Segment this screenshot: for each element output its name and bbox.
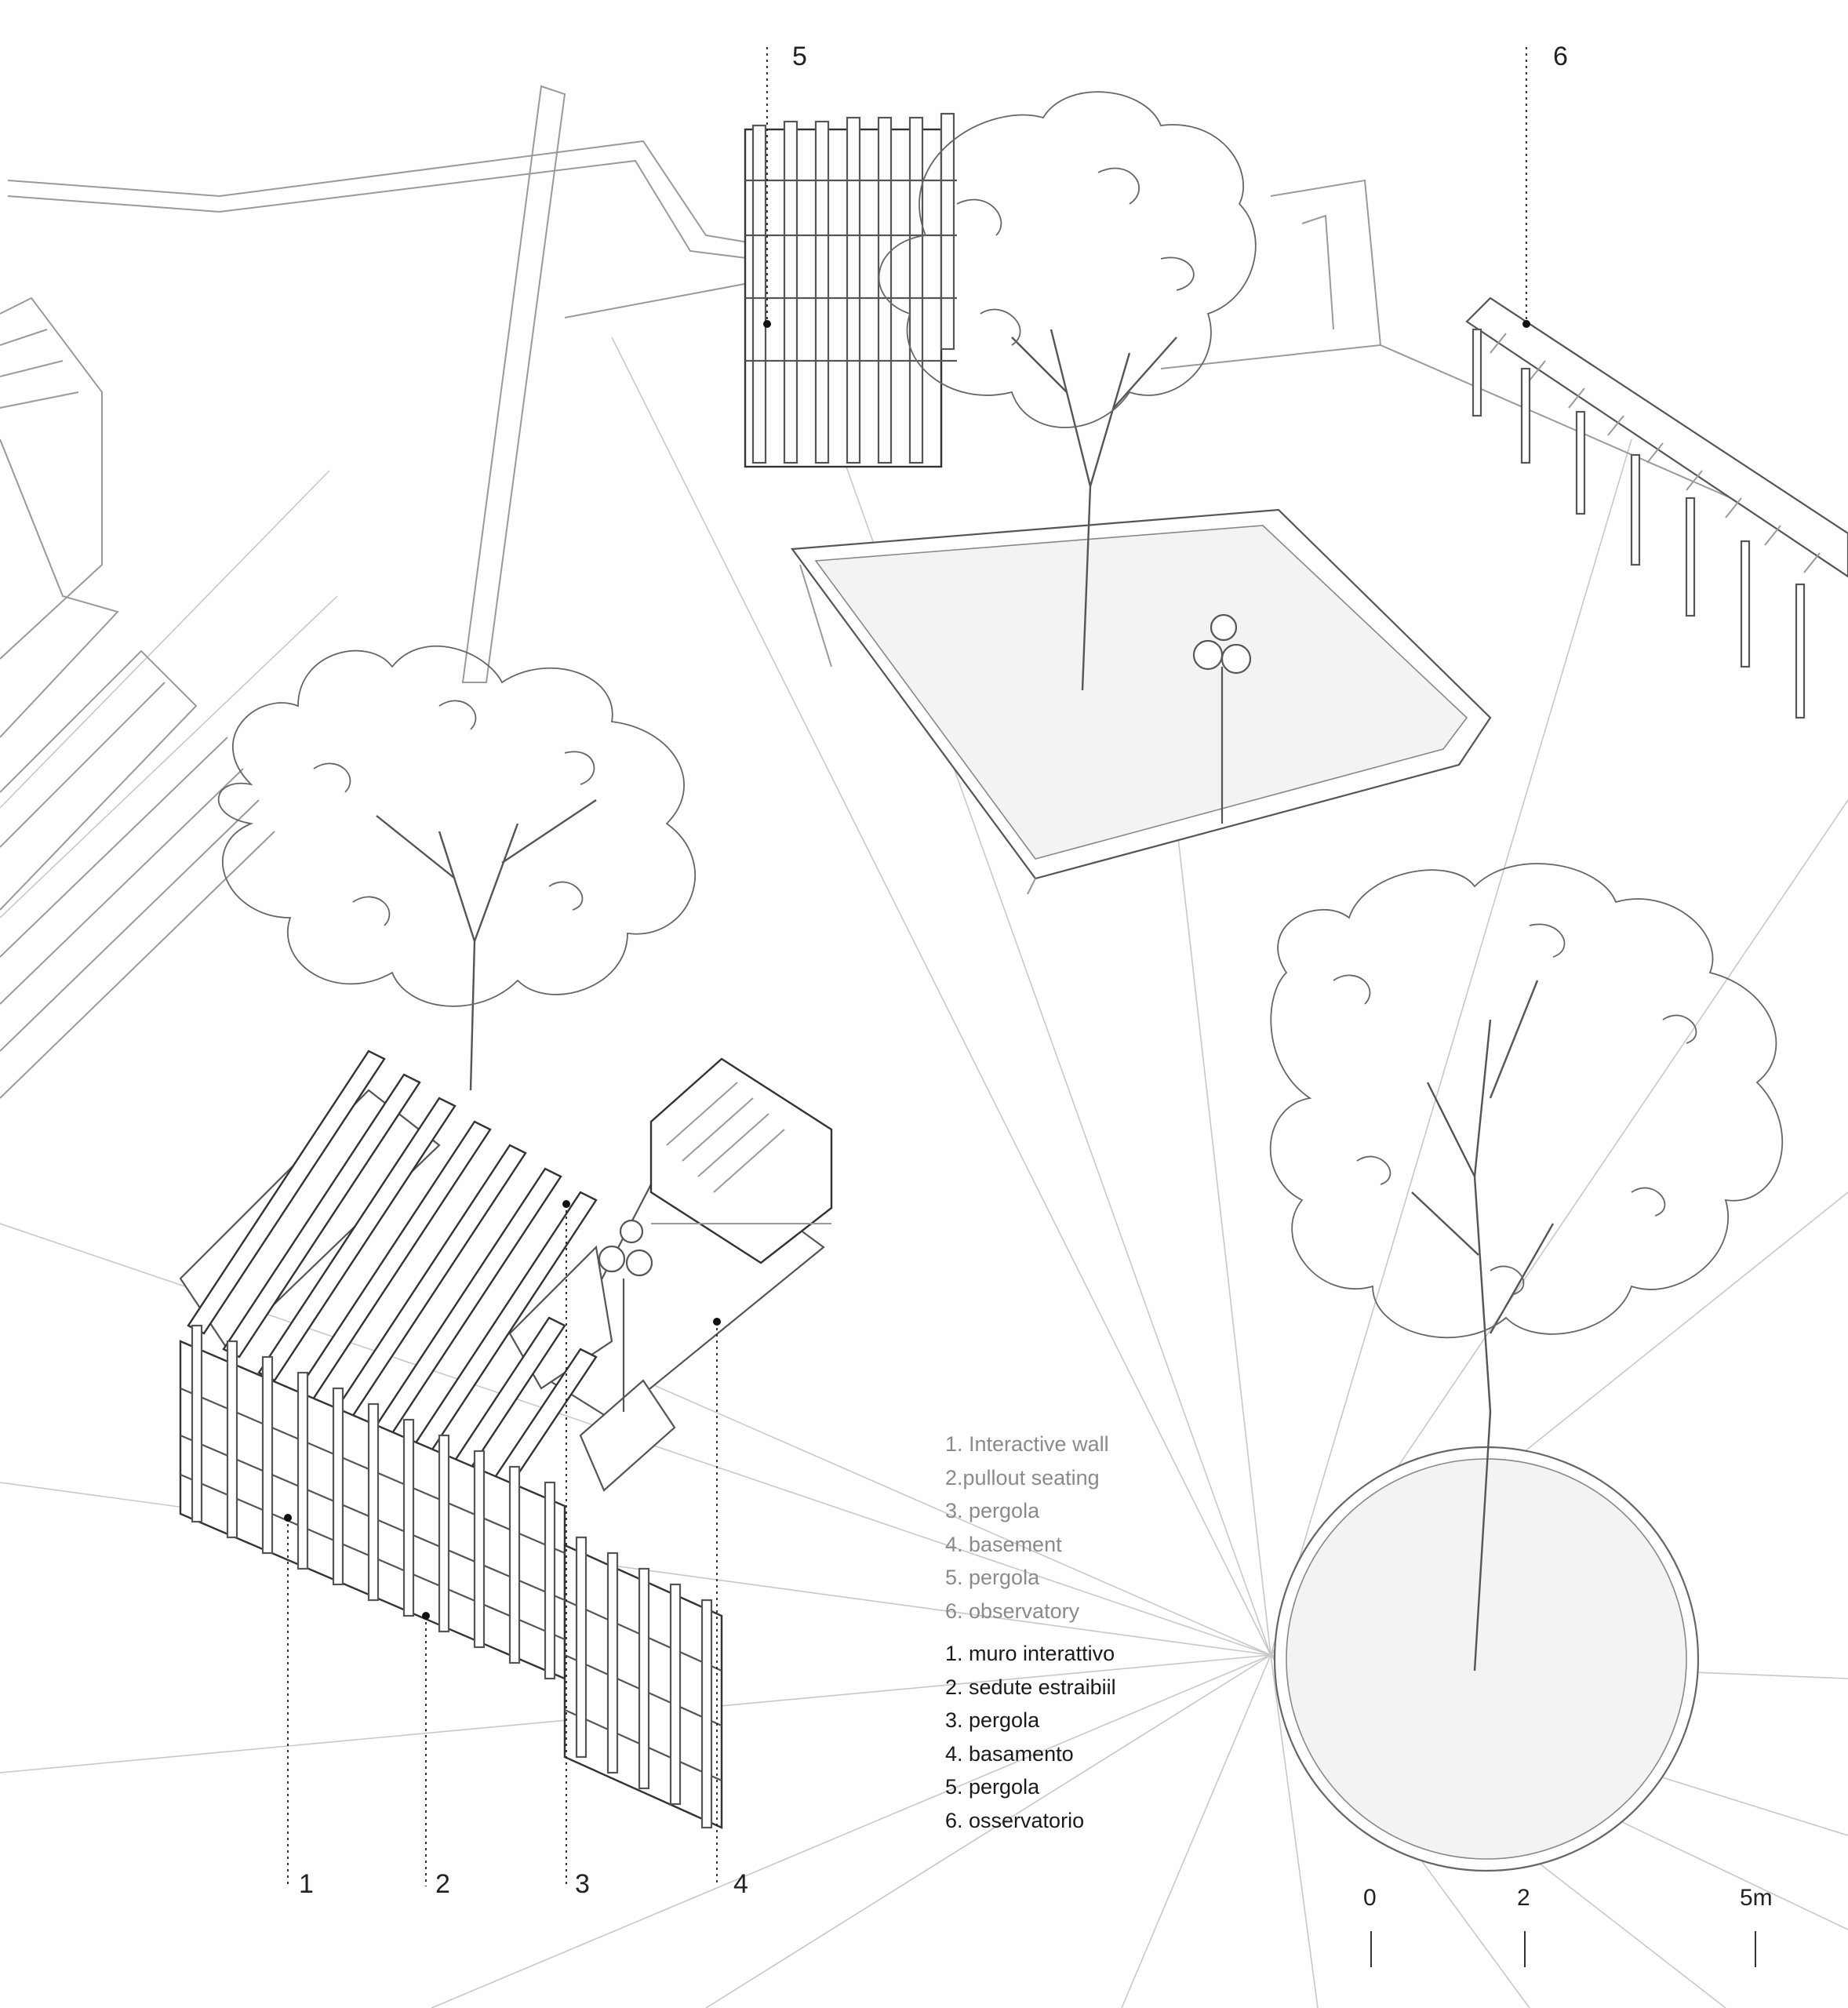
legend-en-6: 6. observatory <box>945 1599 1080 1623</box>
upper-walls <box>7 85 1848 683</box>
observatory-structure <box>1465 296 1848 719</box>
callout-4: 4 <box>733 1869 748 1899</box>
leader-lines <box>284 47 1530 1886</box>
main-structure <box>179 1049 833 1829</box>
legend: 1. Interactive wall 2.pullout seating 3.… <box>945 1428 1116 1837</box>
legend-en-3: 3. pergola <box>945 1499 1040 1522</box>
legend-it-3: 3. pergola <box>945 1708 1040 1732</box>
legend-en-5: 5. pergola <box>945 1566 1040 1589</box>
legend-it-6: 6. osservatorio <box>945 1808 1085 1832</box>
central-tree <box>878 91 1257 691</box>
central-planter <box>790 508 1492 895</box>
legend-it-4: 4. basamento <box>945 1741 1074 1766</box>
pergola-five <box>744 112 957 468</box>
legend-it-2: 2. sedute estraibiil <box>945 1675 1116 1699</box>
round-planter <box>1273 1446 1700 1872</box>
scale-label-5m: 5m <box>1740 1885 1773 1911</box>
legend-gap <box>945 1628 1116 1637</box>
legend-it-1: 1. muro interattivo <box>945 1642 1115 1665</box>
left-tree <box>217 645 696 1091</box>
scale-label-2: 2 <box>1517 1885 1530 1911</box>
scale-bar <box>1370 1931 1756 1967</box>
callout-3: 3 <box>575 1869 590 1899</box>
left-terraces <box>0 296 275 1099</box>
callout-1: 1 <box>299 1869 314 1899</box>
legend-en-4: 4. basement <box>945 1532 1062 1556</box>
central-lamp <box>1192 613 1252 824</box>
left-lamp <box>598 1219 653 1412</box>
callout-2: 2 <box>435 1869 450 1899</box>
callout-6: 6 <box>1553 42 1568 71</box>
callout-5: 5 <box>792 42 807 71</box>
scale-label-0: 0 <box>1363 1885 1377 1911</box>
legend-en-1: 1. Interactive wall <box>945 1432 1109 1456</box>
legend-en-2: 2.pullout seating <box>945 1465 1100 1490</box>
right-tree <box>1269 863 1783 1672</box>
legend-it-5: 5. pergola <box>945 1775 1040 1799</box>
